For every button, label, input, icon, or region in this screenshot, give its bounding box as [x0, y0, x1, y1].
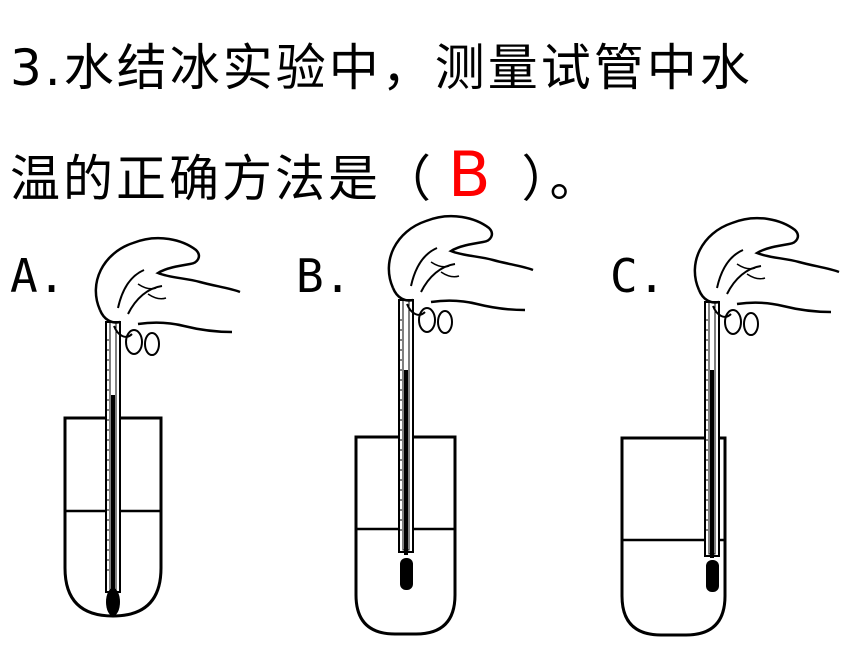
question-line-1: 3.水结冰实验中，测量试管中水	[10, 39, 753, 97]
option-label-a: A.	[10, 249, 66, 303]
option-label-b: B.	[296, 249, 352, 303]
figure-a	[63, 236, 242, 618]
figure-b	[354, 214, 535, 636]
question-text-after: ）。	[521, 150, 603, 208]
question-text-before: 温的正确方法是（	[10, 150, 434, 208]
answer-text: B	[448, 138, 494, 211]
question-line-2: 温的正确方法是（B ）。	[10, 138, 603, 211]
option-label-c: C.	[610, 249, 666, 303]
figure-c	[620, 216, 841, 637]
